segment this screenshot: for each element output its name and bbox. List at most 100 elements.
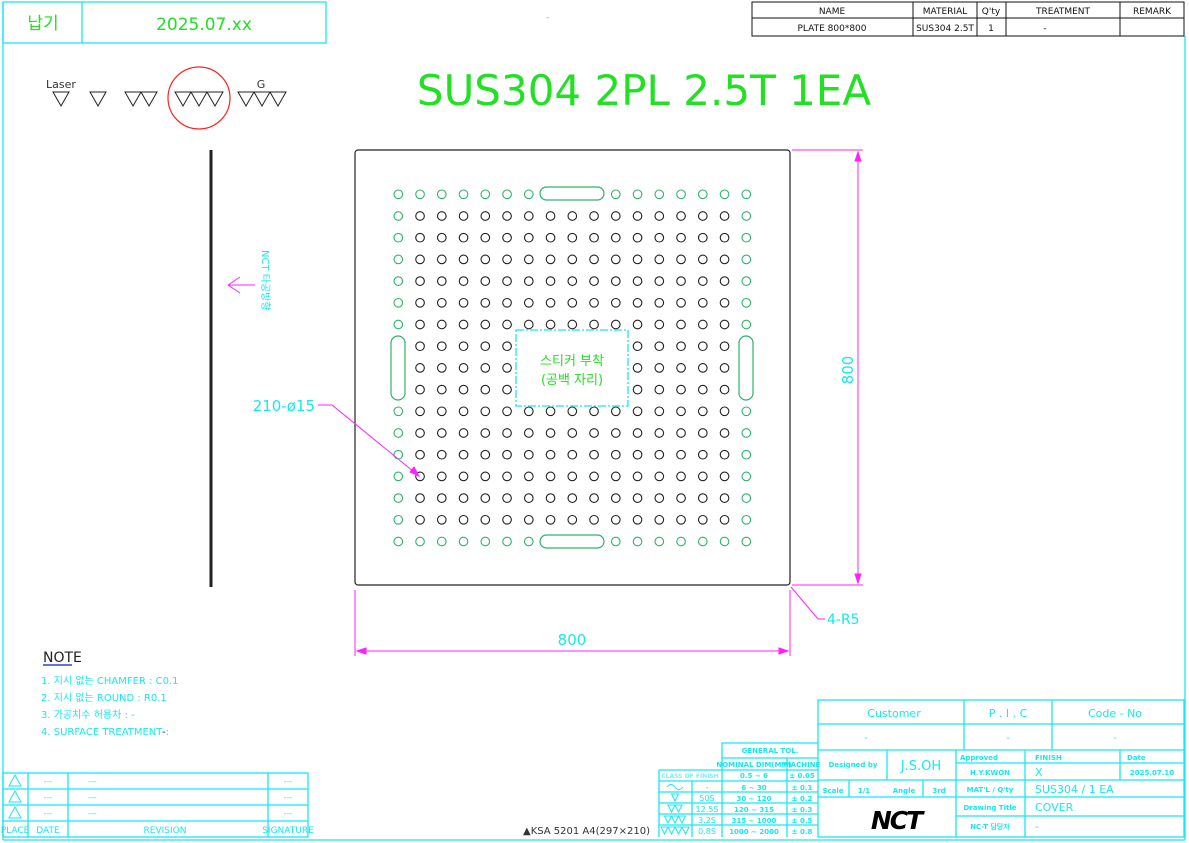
cell-name: PLATE 800*800 <box>797 24 866 34</box>
hole <box>523 493 534 503</box>
tol-cell: - <box>706 783 709 792</box>
hole <box>436 471 447 482</box>
hole <box>393 276 404 286</box>
hole <box>545 276 556 286</box>
hole <box>654 428 665 438</box>
hole <box>480 276 491 286</box>
hole <box>567 514 578 525</box>
note-title: NOTE <box>43 650 82 666</box>
hole <box>458 232 469 243</box>
hole <box>719 384 730 395</box>
hole <box>502 493 512 503</box>
hole <box>436 536 447 547</box>
finish-triangle-icon <box>237 91 255 108</box>
hole <box>523 232 534 243</box>
hole <box>697 363 708 373</box>
finish-triangle-icon <box>670 815 680 825</box>
hole <box>480 232 491 243</box>
hole <box>676 471 686 482</box>
hole <box>436 428 447 438</box>
tol-value: ± 0.05 <box>789 772 815 780</box>
finish-triangle-icon <box>89 91 107 108</box>
hole <box>393 319 404 330</box>
hole <box>480 514 491 525</box>
hole <box>502 384 512 395</box>
finish-triangle-icon <box>269 91 287 108</box>
hole <box>676 406 686 417</box>
angle-label: Angle <box>893 787 916 795</box>
hole <box>741 406 752 417</box>
hole <box>632 428 643 438</box>
hole <box>502 189 512 200</box>
hole <box>458 363 469 373</box>
corner-callout: 4-R5 <box>827 612 860 628</box>
hole <box>741 493 752 503</box>
hole <box>458 514 469 525</box>
matl-label: MAT'L / Q'ty <box>967 786 1014 794</box>
hole <box>719 319 730 330</box>
hole <box>415 406 425 417</box>
hole <box>589 449 599 460</box>
hole <box>654 493 665 503</box>
hole <box>589 493 599 503</box>
hole <box>697 514 708 525</box>
hole <box>480 493 491 503</box>
hole <box>632 471 643 482</box>
hole <box>697 254 708 265</box>
hole <box>415 254 425 265</box>
surface-finish-symbols: Laser G <box>46 66 287 130</box>
hole <box>676 536 686 547</box>
tol-cell: 0.8S <box>698 827 716 836</box>
note-item: 2. 지시 없는 ROUND : R0.1 <box>41 691 167 704</box>
slot-left <box>390 335 406 401</box>
header-signature: SIGNATURE <box>262 826 314 836</box>
finish-triangle-icon <box>663 815 673 825</box>
hole <box>632 189 643 200</box>
hole <box>545 514 556 525</box>
hole <box>436 319 447 330</box>
hole <box>436 363 447 373</box>
hole <box>436 276 447 286</box>
finish-triangle-icon <box>677 815 687 825</box>
hole <box>415 493 425 503</box>
hole <box>719 363 730 373</box>
hole <box>719 341 730 352</box>
hole <box>545 471 556 482</box>
slot-right <box>738 335 754 401</box>
hole <box>632 406 643 417</box>
finish-triangle-icon <box>681 826 690 836</box>
hole <box>741 428 752 438</box>
hole <box>415 232 425 243</box>
hole <box>719 276 730 286</box>
hole <box>741 536 752 547</box>
cell-material: SUS304 2.5T <box>916 24 974 34</box>
hole <box>676 232 686 243</box>
approved-value: H.Y.KWON <box>970 769 1010 777</box>
drawing-title-label: Drawing Title <box>964 804 1017 812</box>
pic-value: - <box>1006 733 1010 744</box>
hole <box>676 297 686 308</box>
hole <box>697 536 708 547</box>
scale-value: 1/1 <box>858 787 870 795</box>
hole <box>523 297 534 308</box>
hole <box>654 406 665 417</box>
hole <box>610 514 621 525</box>
hole <box>719 449 730 460</box>
hole <box>436 493 447 503</box>
finish-triangle-icon <box>667 804 676 814</box>
hole <box>719 471 730 482</box>
hole <box>697 297 708 308</box>
nct-logo: NCT <box>871 806 925 835</box>
tol-cell: ± 0.8 <box>792 828 813 836</box>
hole <box>415 514 425 525</box>
tol-cell: 3.2S <box>698 816 716 825</box>
hole <box>676 276 686 286</box>
hole <box>632 254 643 265</box>
hole <box>458 471 469 482</box>
hole <box>480 254 491 265</box>
hole <box>676 384 686 395</box>
direction-label: NCT 타공방향 <box>259 250 271 311</box>
delivery-box: 납기 2025.07.xx <box>2 1 327 44</box>
slots <box>390 186 754 549</box>
